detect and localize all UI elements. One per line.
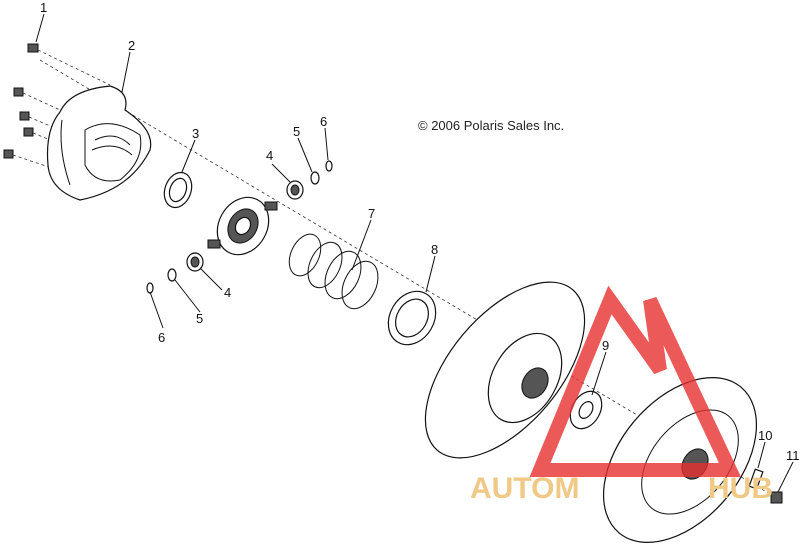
bolt-left-b — [19, 111, 56, 129]
callout-11: 11 — [786, 448, 800, 463]
callout-5-upper: 5 — [293, 124, 300, 139]
copyright-text: © 2006 Polaris Sales Inc. — [418, 118, 564, 133]
callout-6-lower: 6 — [158, 330, 165, 345]
leader-2 — [121, 51, 131, 93]
bolt-left-a — [13, 87, 61, 111]
callout-1: 1 — [40, 0, 47, 15]
callout-10: 10 — [758, 428, 772, 443]
callout-8: 8 — [431, 242, 438, 257]
clip-upper — [325, 160, 333, 172]
watermark-text-right: HUB — [708, 472, 773, 505]
leader-9 — [591, 351, 607, 396]
bearing-ring — [387, 290, 437, 346]
spider-hub — [207, 196, 278, 256]
thrust-washer — [569, 390, 603, 430]
callout-4-lower: 4 — [224, 285, 231, 300]
leader-7 — [351, 219, 372, 271]
callout-9: 9 — [602, 338, 609, 353]
bolt-10 — [748, 468, 764, 490]
leader-3 — [181, 139, 196, 173]
moveable-sheave — [424, 281, 586, 459]
washer-upper — [310, 171, 320, 185]
callout-2: 2 — [128, 38, 135, 53]
leader-8 — [425, 255, 436, 293]
leader-6a — [324, 127, 329, 161]
washer-lower — [167, 268, 177, 282]
leader-10 — [757, 441, 766, 469]
leader-4a — [271, 163, 291, 183]
watermark-logo — [529, 285, 742, 477]
leader-1 — [35, 13, 45, 43]
bolt-1 — [27, 43, 111, 86]
leader-11 — [777, 461, 794, 493]
roller-lower — [186, 252, 204, 272]
roller-upper — [286, 180, 304, 200]
spring — [288, 233, 379, 310]
watermark-text-left: AUTOM — [470, 472, 579, 505]
seal-ring — [163, 171, 193, 209]
leader-6b — [149, 291, 164, 329]
cover-housing — [46, 85, 152, 201]
nut-11 — [770, 491, 783, 504]
leader-5a — [297, 137, 313, 173]
leader-5b — [174, 279, 201, 313]
callout-6-upper: 6 — [320, 114, 327, 129]
callout-7: 7 — [368, 206, 375, 221]
bolt-left-d — [3, 149, 53, 169]
clip-lower — [146, 282, 154, 294]
callout-3: 3 — [192, 126, 199, 141]
callout-5-lower: 5 — [196, 311, 203, 326]
leader-4b — [199, 267, 223, 291]
callout-4-upper: 4 — [266, 148, 273, 163]
